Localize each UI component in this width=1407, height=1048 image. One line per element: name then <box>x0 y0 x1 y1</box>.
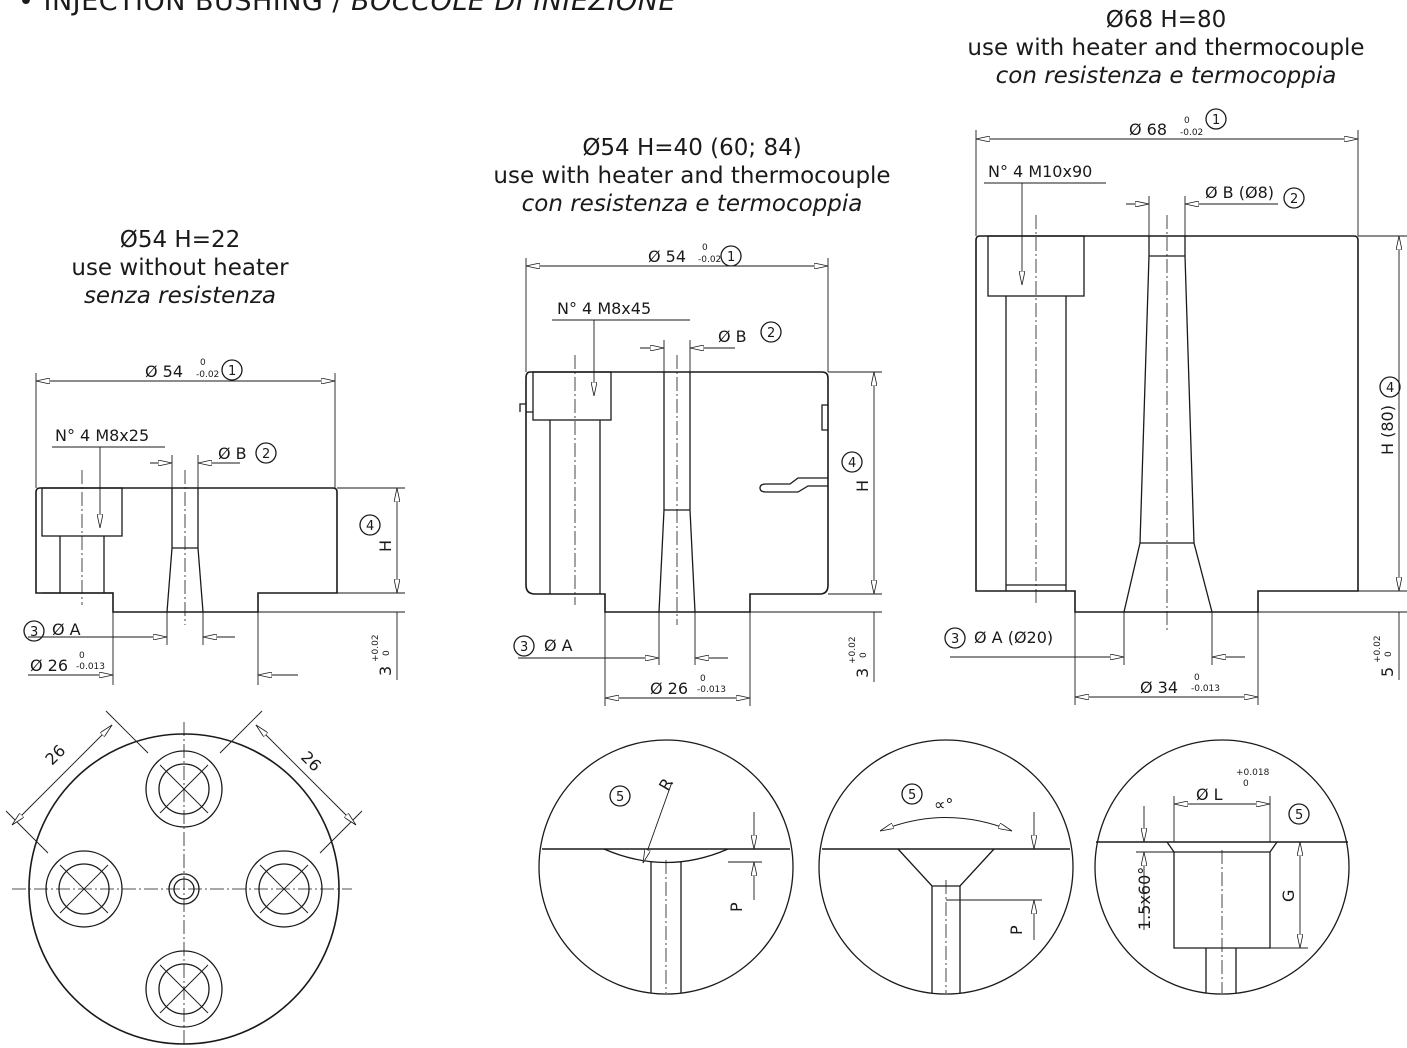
view2-line1: use with heater and thermocouple <box>493 163 891 189</box>
plan-center-bore <box>168 873 200 905</box>
svg-text:-0.02: -0.02 <box>698 255 721 265</box>
svg-text:0: 0 <box>700 674 706 684</box>
view1-dia-top: Ø 54 <box>145 362 183 381</box>
svg-text:0: 0 <box>859 652 869 658</box>
svg-text:5: 5 <box>1295 808 1303 823</box>
view1-dia-b: Ø B <box>218 444 247 463</box>
detail-radius: R 5 P <box>538 739 794 995</box>
detail1-radius: R <box>655 775 677 794</box>
svg-text:+0.02: +0.02 <box>1373 635 1383 663</box>
detail-angle: ∝° 5 P <box>818 739 1074 995</box>
svg-text:-0.013: -0.013 <box>76 662 105 672</box>
view2-section: Ø 54 0 -0.02 1 N° 4 M8x45 Ø B 2 3 Ø A Ø … <box>513 243 882 706</box>
view1-dia-top-tol-up: 0 <box>200 358 206 368</box>
view1-title: Ø54 H=22 <box>119 227 241 253</box>
view2-screw: N° 4 M8x45 <box>557 299 651 318</box>
view2-dia-bottom: Ø 26 <box>650 679 688 698</box>
plan-view: 26 26 <box>5 710 363 1045</box>
view3-dia-b: Ø B (Ø8) <box>1205 183 1274 202</box>
view2-dia-top: Ø 54 <box>648 247 686 266</box>
view2-line2: con resistenza e termocoppia <box>521 191 863 217</box>
detail-bore: Ø L +0.018 0 5 1.5x60° G <box>1094 739 1350 995</box>
svg-text:0: 0 <box>1384 651 1394 657</box>
svg-text:0: 0 <box>1243 779 1249 789</box>
svg-text:-0.013: -0.013 <box>1191 684 1220 694</box>
view1-caption: Ø54 H=22 use without heater senza resist… <box>71 226 288 310</box>
svg-text:2: 2 <box>767 326 775 341</box>
view3-line1: use with heater and thermocouple <box>967 35 1365 61</box>
svg-text:2: 2 <box>262 447 270 462</box>
view1-step: 3 <box>376 666 395 676</box>
svg-text:5: 5 <box>908 788 916 803</box>
svg-text:1: 1 <box>727 250 735 265</box>
view3-section: Ø 68 0 -0.02 1 N° 4 M10x90 Ø B (Ø8) 2 3 … <box>944 108 1407 705</box>
view3-dia-top: Ø 68 <box>1129 120 1167 139</box>
detail2-angle: ∝° <box>934 795 953 814</box>
view1-line1: use without heater <box>71 255 289 281</box>
plan-spacing-right: 26 <box>297 747 325 775</box>
svg-text:4: 4 <box>1386 381 1394 396</box>
view2-counterbore <box>532 371 612 421</box>
view2-height: H <box>853 480 872 492</box>
svg-text:3: 3 <box>30 625 38 640</box>
detail3-chamfer: 1.5x60° <box>1135 867 1154 930</box>
view3-screw: N° 4 M10x90 <box>988 162 1092 181</box>
marker-1-label: 1 <box>228 364 236 379</box>
svg-text:5: 5 <box>616 790 624 805</box>
view3-caption: Ø68 H=80 use with heater and thermocoupl… <box>967 6 1364 90</box>
detail1-depth: P <box>727 902 746 912</box>
svg-text:-0.013: -0.013 <box>697 685 726 695</box>
plan-spacing-left: 26 <box>41 741 69 769</box>
view1-dia-bottom: Ø 26 <box>30 656 68 675</box>
detail2-depth: P <box>1007 925 1026 935</box>
view3-height: H (80) <box>1378 405 1397 455</box>
svg-text:4: 4 <box>366 519 374 534</box>
svg-text:0: 0 <box>382 650 392 656</box>
view3-title: Ø68 H=80 <box>1105 7 1227 33</box>
view3-nozzle-channel <box>1123 236 1213 613</box>
svg-text:3: 3 <box>951 632 959 647</box>
view1-height: H <box>376 540 395 552</box>
plan-hole-left <box>45 850 123 928</box>
view2-caption: Ø54 H=40 (60; 84) use with heater and th… <box>493 134 890 218</box>
view1-dia-a: Ø A <box>52 620 81 639</box>
svg-text:-0.02: -0.02 <box>1180 128 1203 138</box>
svg-text:+0.02: +0.02 <box>371 634 381 662</box>
svg-text:+0.018: +0.018 <box>1236 768 1270 778</box>
plan-hole-right <box>245 850 323 928</box>
detail3-dia: Ø L <box>1196 785 1223 804</box>
svg-text:0: 0 <box>1194 673 1200 683</box>
svg-text:0: 0 <box>702 243 708 253</box>
view2-step: 3 <box>853 668 872 678</box>
view2-dia-a: Ø A <box>544 636 573 655</box>
svg-text:3: 3 <box>520 640 528 655</box>
view3-dia-a: Ø A (Ø20) <box>974 628 1053 647</box>
view1-section: Ø 54 0 -0.02 1 N° 4 M8x25 Ø B 2 3 Ø A Ø … <box>23 358 405 685</box>
view3-counterbore <box>987 235 1085 297</box>
view2-title: Ø54 H=40 (60; 84) <box>582 135 802 161</box>
view2-thermocouple-slot <box>759 477 828 493</box>
view3-dia-bottom: Ø 34 <box>1140 678 1178 697</box>
view3-step: 5 <box>1378 667 1397 677</box>
plan-hole-bottom <box>145 950 223 1028</box>
view1-screw: N° 4 M8x25 <box>55 426 149 445</box>
view1-dia-top-tol-dn: -0.02 <box>196 370 219 380</box>
svg-text:1: 1 <box>1212 113 1220 128</box>
view3-line2: con resistenza e termocoppia <box>995 63 1337 89</box>
svg-text:2: 2 <box>1290 192 1298 207</box>
detail3-depth: G <box>1279 890 1298 902</box>
page-title-italian: BOCCOLE DI INIEZIONE <box>351 0 677 17</box>
view2-dia-b: Ø B <box>718 327 747 346</box>
view1-line2: senza resistenza <box>83 283 277 309</box>
plan-hole-top <box>145 750 223 828</box>
page-title: • INJECTION BUSHING / BOCCOLE DI INIEZIO… <box>18 0 676 17</box>
page-title-english: • INJECTION BUSHING / <box>18 0 352 17</box>
svg-text:0: 0 <box>79 651 85 661</box>
marker-1-circle <box>221 359 243 381</box>
svg-text:0: 0 <box>1184 116 1190 126</box>
svg-text:+0.02: +0.02 <box>848 636 858 664</box>
svg-text:4: 4 <box>848 456 856 471</box>
